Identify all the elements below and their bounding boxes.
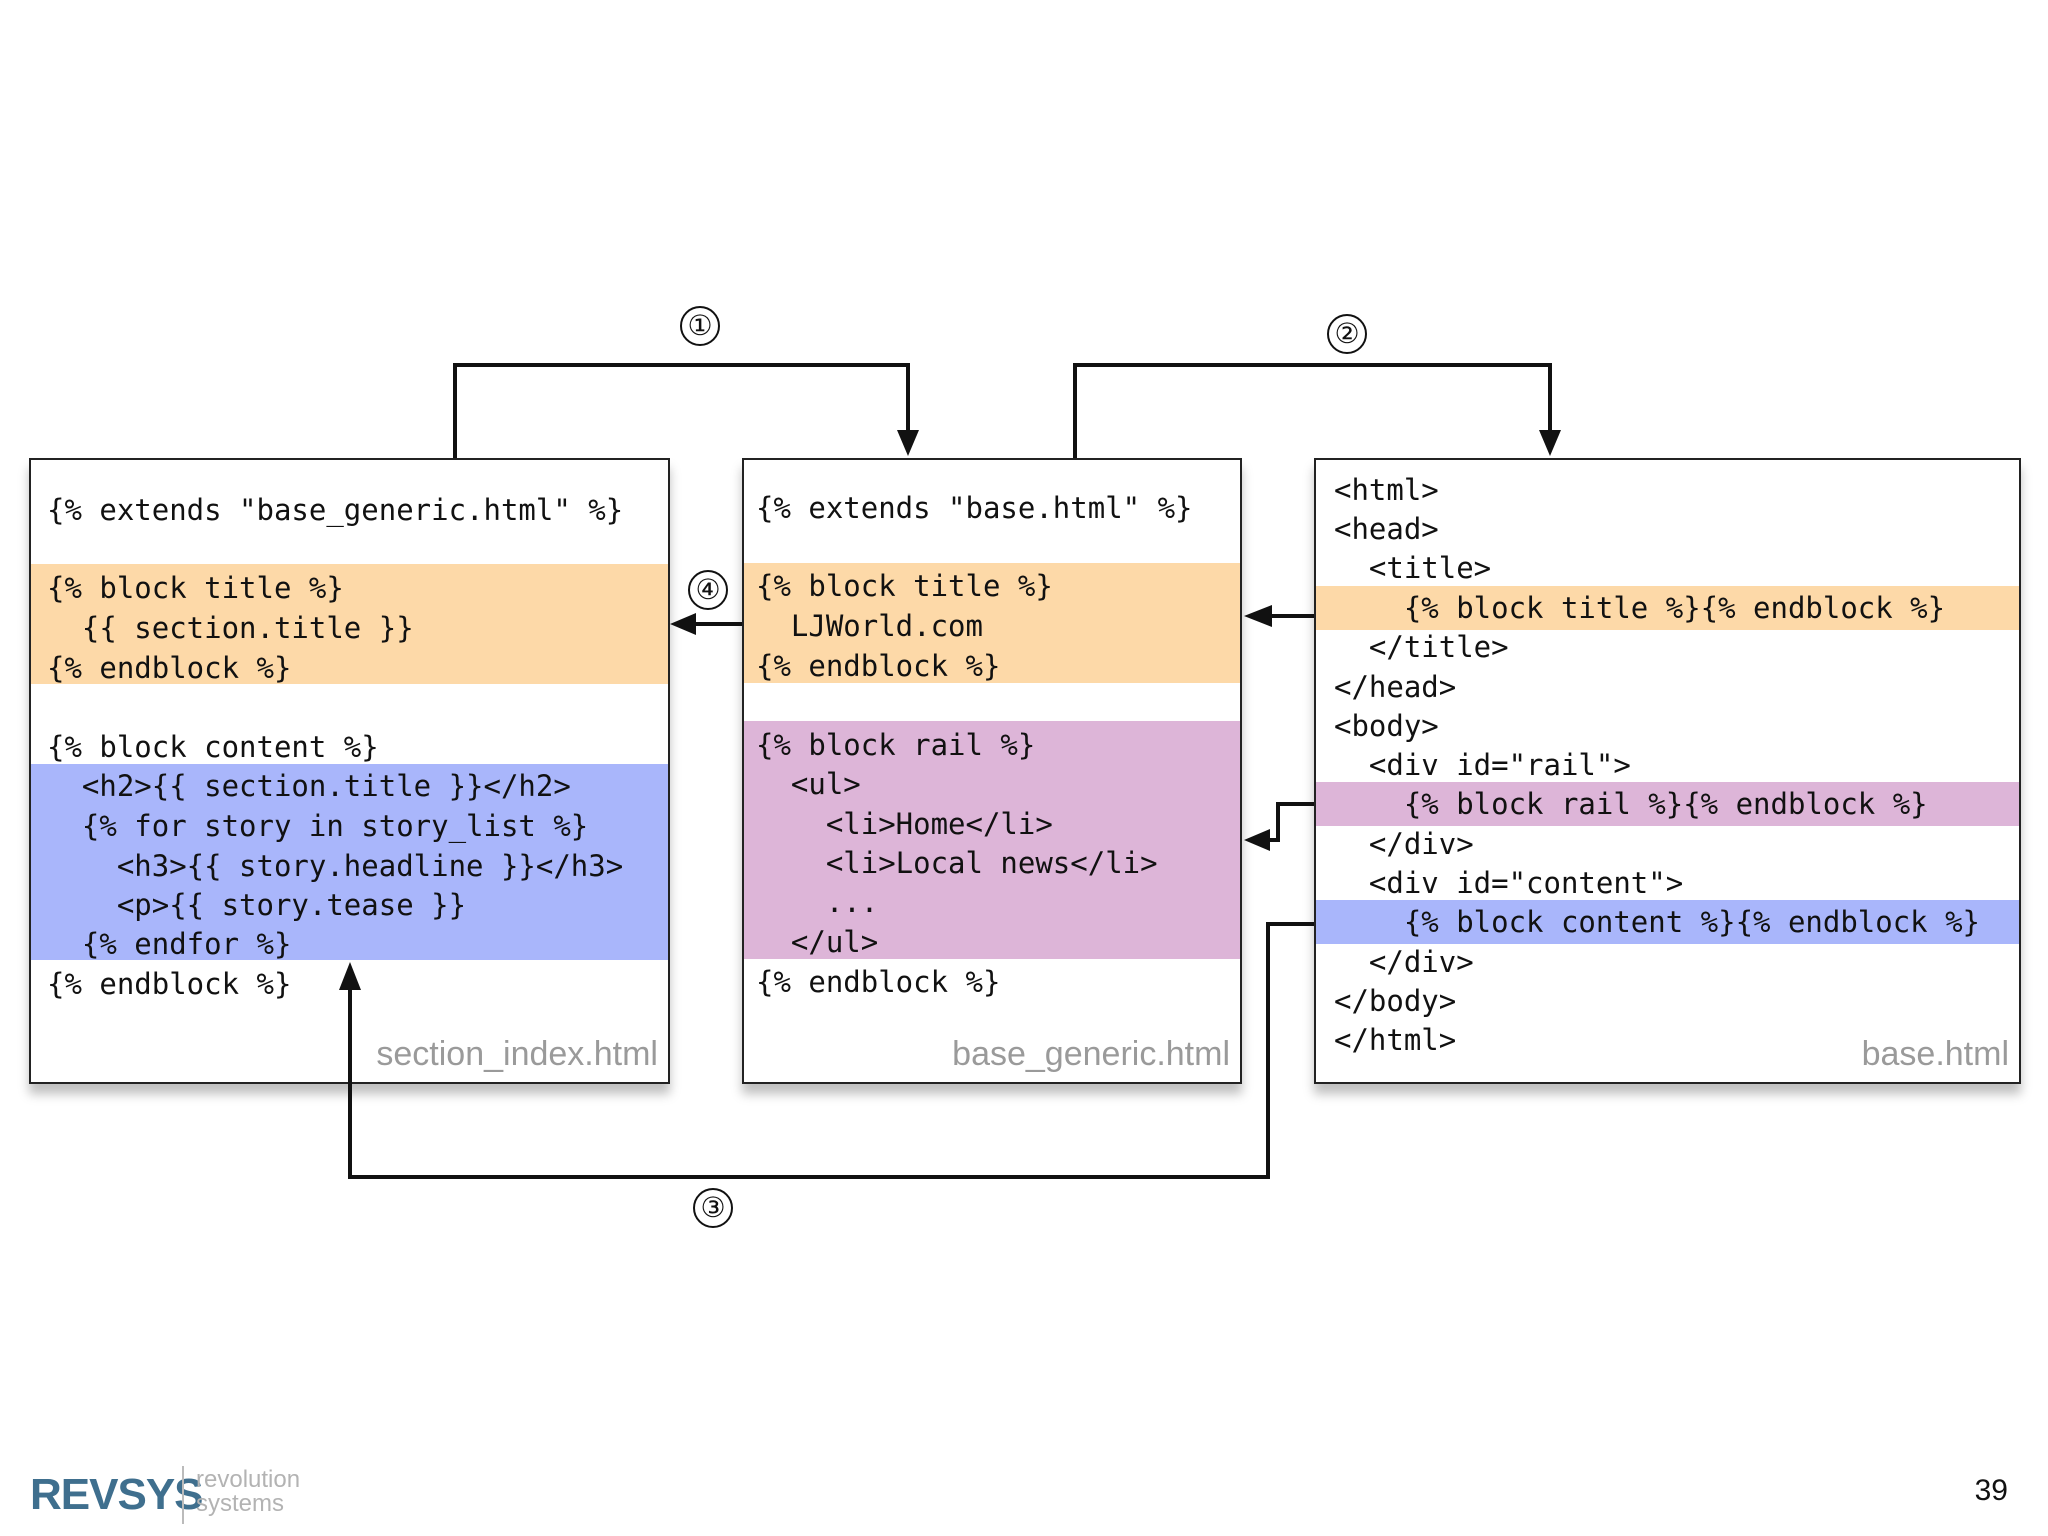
code-line: {% endblock %} xyxy=(756,965,1001,999)
base-generic-panel: {% extends "base.html" %} {% block title… xyxy=(742,458,1242,1084)
code-line: {% block rail %} xyxy=(756,728,1036,762)
code-line: </div> xyxy=(1334,827,1474,861)
logo-subtitle: revolution systems xyxy=(196,1468,300,1516)
step-4-label: ④ xyxy=(688,570,728,610)
code-line: </div> xyxy=(1334,945,1474,979)
title-block-highlight xyxy=(1316,586,2019,630)
code-line: {% for story in story_list %} xyxy=(47,809,589,843)
code-line: </html> xyxy=(1334,1023,1457,1057)
code-line: <body> xyxy=(1334,709,1439,743)
title-block-highlight xyxy=(31,564,668,684)
arrow-rail-block xyxy=(1266,802,1314,842)
section-index-panel: {% extends "base_generic.html" %} {% blo… xyxy=(29,458,670,1084)
arrow-step-1 xyxy=(453,363,910,458)
code-line: <p>{{ story.tease }} xyxy=(47,888,467,922)
code-line: {{ section.title }} xyxy=(47,611,414,645)
code-line: <li>Local news</li> xyxy=(756,846,1158,880)
rail-block-highlight xyxy=(744,721,1240,959)
filename-label: section_index.html xyxy=(376,1035,658,1073)
code-line: </body> xyxy=(1334,984,1457,1018)
base-panel: <html> <head> <title> {% block title %}{… xyxy=(1314,458,2021,1084)
code-line: {% block content %}{% endblock %} xyxy=(1334,905,1981,939)
arrow-step-3 xyxy=(348,922,1314,1179)
code-line: <html> xyxy=(1334,473,1439,507)
logo-subtitle-line2: systems xyxy=(196,1490,285,1517)
code-line: {% endblock %} xyxy=(47,967,292,1001)
code-line: ... xyxy=(756,885,879,919)
filename-label: base.html xyxy=(1861,1035,2009,1073)
code-line: {% extends "base.html" %} xyxy=(756,491,1193,525)
page-number: 39 xyxy=(1974,1474,2008,1507)
code-line: <h2>{{ section.title }}</h2> xyxy=(47,769,571,803)
step-1-label: ① xyxy=(680,306,720,346)
title-block-highlight xyxy=(744,563,1240,683)
code-line: {% block title %} xyxy=(756,569,1053,603)
step-2-label: ② xyxy=(1327,314,1367,354)
code-line: {% block rail %}{% endblock %} xyxy=(1334,787,1928,821)
content-block-highlight xyxy=(31,764,668,960)
content-block-highlight xyxy=(1316,900,2019,944)
code-line: {% block title %} xyxy=(47,571,344,605)
filename-label: base_generic.html xyxy=(952,1035,1230,1073)
code-line: <h3>{{ story.headline }}</h3> xyxy=(47,849,624,883)
code-line: <ul> xyxy=(756,767,861,801)
rail-block-highlight xyxy=(1316,782,2019,826)
code-line: {% endblock %} xyxy=(756,649,1001,683)
code-line: {% block title %}{% endblock %} xyxy=(1334,591,1946,625)
code-line: </title> xyxy=(1334,630,1509,664)
code-line: <div id="content"> xyxy=(1334,866,1684,900)
step-3-label: ③ xyxy=(693,1188,733,1228)
code-line: <div id="rail"> xyxy=(1334,748,1631,782)
code-line: LJWorld.com xyxy=(756,609,983,643)
code-line: </head> xyxy=(1334,670,1457,704)
code-line: </ul> xyxy=(756,925,879,959)
code-line: {% endfor %} xyxy=(47,927,292,961)
code-line: {% block content %} xyxy=(47,730,379,764)
logo-subtitle-line1: revolution xyxy=(196,1466,301,1493)
code-line: {% extends "base_generic.html" %} xyxy=(47,493,624,527)
code-line: <head> xyxy=(1334,512,1439,546)
code-line: <li>Home</li> xyxy=(756,807,1053,841)
logo-divider xyxy=(182,1466,184,1524)
arrow-step-2 xyxy=(1073,363,1552,458)
code-line: <title> xyxy=(1334,551,1492,585)
logo-wordmark: REVSYS xyxy=(30,1470,204,1519)
code-line: {% endblock %} xyxy=(47,651,292,685)
